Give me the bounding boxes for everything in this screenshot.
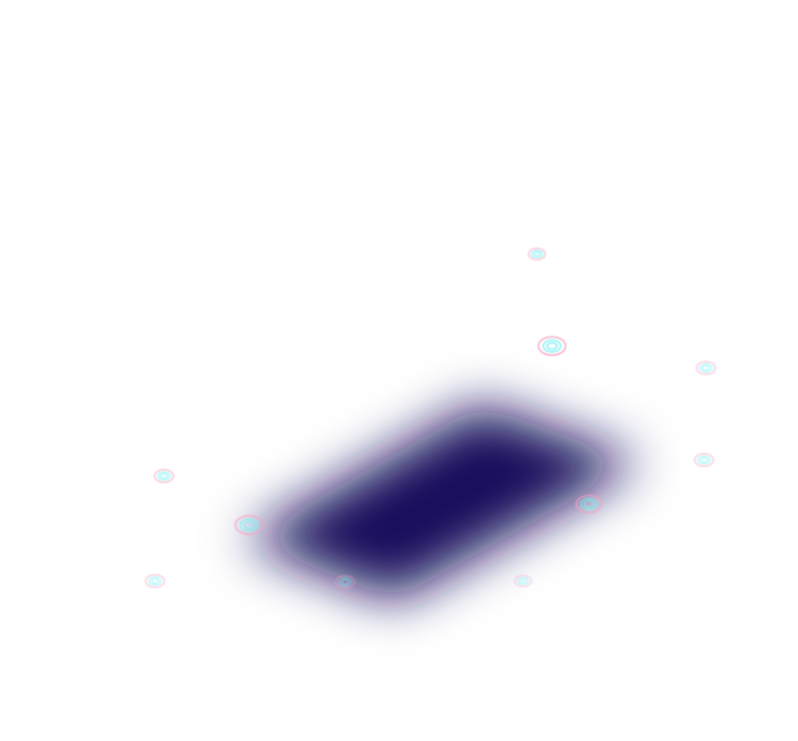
ring-marker <box>575 494 603 514</box>
blurred-parallelogram <box>245 405 640 600</box>
ring-marker <box>537 336 567 356</box>
ring-marker <box>695 360 717 376</box>
ring-marker <box>513 574 533 588</box>
ring-marker <box>153 468 175 484</box>
ring-marker <box>234 515 264 535</box>
ring-marker <box>527 247 547 261</box>
ring-marker <box>144 573 166 589</box>
ring-marker <box>693 452 715 468</box>
ring-marker <box>334 574 356 590</box>
